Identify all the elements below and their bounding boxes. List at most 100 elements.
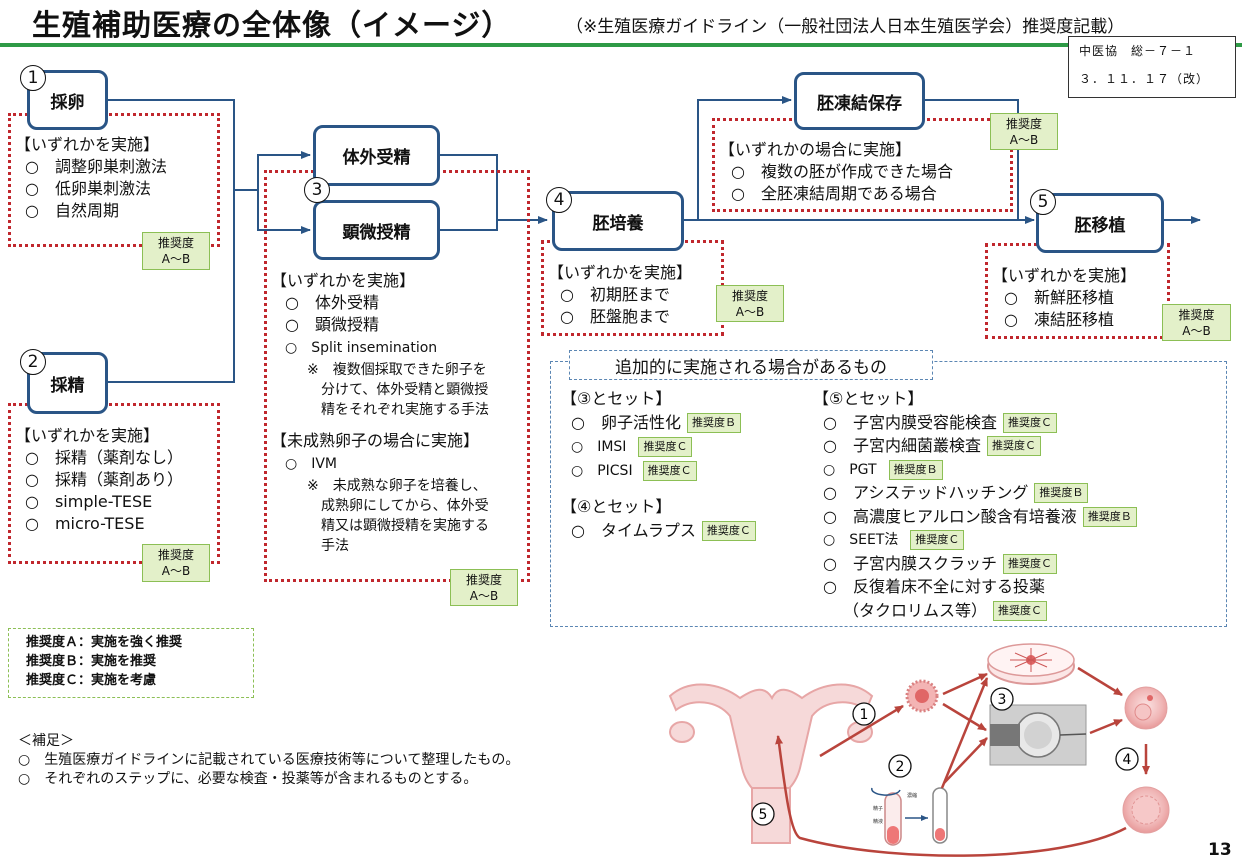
page-subtitle: （※生殖医療ガイドライン（一般社団法人日本生殖医学会）推奨度記載） [566,17,1125,37]
badge-label: 推奨度 [157,548,194,562]
step4-options: 【いずれかを実施】 ○ 初期胚まで ○ 胚盤胞まで [548,262,692,328]
illus-num-1: 1 [852,702,876,726]
list-item: ○ 体外受精 [285,293,379,312]
grade-badge: 推奨度Ｃ [701,521,756,541]
legend-b: 推奨度Ｂ：実施を推奨 [26,654,157,669]
zygote-icon [1124,686,1168,730]
svg-text:2: 2 [896,759,905,775]
step2-heading: 【いずれかを実施】 [15,426,160,445]
list-item: ○ 子宮内膜受容能検査 推奨度Ｃ [813,411,1137,435]
list-item: ○ 子宮内膜スクラッチ 推奨度Ｃ [813,552,1137,576]
step5-options: 【いずれかを実施】 ○ 新鮮胚移植 ○ 凍結胚移植 [992,265,1136,331]
step2-options-box [8,403,220,564]
step3-heading-immature: 【未成熟卵子の場合に実施】 [271,431,480,450]
list-item: ○ simple-TESE [25,492,153,511]
step3-options: 【いずれかを実施】 ○ 体外受精 ○ 顕微授精 ○ Split insemina… [271,270,489,556]
list-item: ○ タイムラプス 推奨度Ｃ [561,519,756,543]
document-date: ３．１１．１７（改） [1079,72,1210,86]
arrow-to-zygote-2 [1089,718,1123,735]
list-item: ○ 子宮内細菌叢検査 推奨度Ｃ [813,435,1137,459]
arrow-to-icsi [942,702,987,732]
list-item: ○ PGT 推奨度Ｂ [813,458,1137,482]
svg-text:3: 3 [998,692,1007,708]
badge-label: 推奨度 [1178,307,1215,322]
recommendation-legend: 推奨度Ａ：実施を強く推奨 推奨度Ｂ：実施を推奨 推奨度Ｃ：実施を考慮 [8,628,254,698]
note-line: 手法 [321,538,349,554]
badge-label: 推奨度 [465,572,502,587]
procedure-illustration: 精子 精液 濃縮 1 2 3 4 5 [668,643,1170,857]
additional-group-3: 【③とセット】 ○ 卵子活性化 推奨度Ｂ ○ IMSI 推奨度Ｃ ○ PICSI… [561,387,756,543]
list-item: ○ アシステッドハッチング 推奨度Ｂ [813,482,1137,506]
item-text: ○ アシステッドハッチング [823,483,1029,503]
step1-badge: 推奨度 A～B [142,232,210,270]
connector-freeze [925,99,1019,220]
item-text: ○ PICSI [571,463,633,479]
freeze-heading: 【いずれかの場合に実施】 [719,140,912,159]
group5-heading: 【⑤とセット】 [813,389,924,408]
badge-label: 推奨度 [157,236,194,250]
group3-heading: 【③とセット】 [561,389,672,408]
document-code-box: 中医協 総－７－１ ３．１１．１７（改） [1068,36,1236,98]
supplement-item: ○ それぞれのステップに、必要な検査・投薬等が含まれるものとする。 [18,771,478,787]
item-text: ○ 子宮内膜受容能検査 [823,412,997,432]
legend-c: 推奨度Ｃ：実施を考慮 [26,673,157,688]
grade-badge: 推奨度Ｂ [888,459,943,480]
list-item: ○ SEET法 推奨度Ｃ [813,529,1137,553]
list-item: ○ 凍結胚移植 [1004,310,1114,329]
item-text: ○ PGT [823,461,877,478]
tube-label: 濃縮 [907,792,917,799]
arrow-to-icsi [257,190,311,234]
freeze-label: 胚凍結保存 [817,93,902,114]
illus-num-3: 3 [990,687,1014,711]
supplement-item: ○ 生殖医療ガイドラインに記載されている医療技術等について整理したもの。 [18,752,520,768]
item-text: （タクロリムス等） [843,600,988,620]
list-item: ○ micro-TESE [25,514,145,533]
list-item: ○ 新鮮胚移植 [1004,288,1114,307]
group4-heading: 【④とセット】 [561,497,672,516]
step3-label-icsi: 顕微授精 [342,222,411,243]
step2-number: 2 [20,349,46,375]
badge-value: A～B [161,252,191,266]
step1-options: 【いずれかを実施】 ○ 調整卵巣刺激法 ○ 低卵巣刺激法 ○ 自然周期 [15,134,167,222]
list-item: ○ 卵子活性化 推奨度Ｂ [561,411,756,435]
arrow-transfer [775,735,1127,857]
list-item: ○ 調整卵巣刺激法 [25,157,167,176]
item-text: ○ 反復着床不全に対する投薬 [823,577,1045,597]
page-title: 生殖補助医療の全体像（イメージ） [32,8,512,42]
freeze-badge: 推奨度 A～B [990,113,1058,150]
grade-badge: 推奨度Ｂ [1034,483,1089,504]
step3-heading: 【いずれかを実施】 [271,271,416,290]
note-line: 精をそれぞれ実施する手法 [321,402,489,418]
step3-number: 3 [304,177,330,203]
step5-heading: 【いずれかを実施】 [992,266,1137,285]
illus-num-4: 4 [1115,747,1139,771]
connector-3 [440,154,498,231]
badge-value: A～B [1182,323,1211,338]
step5-label: 胚移植 [1074,215,1126,236]
petri-dish-icon [987,643,1075,685]
item-text: ○ 高濃度ヒアルロン酸含有培養液 [823,506,1077,526]
list-item: （タクロリムス等） 推奨度Ｃ [813,599,1137,623]
step4-label: 胚培養 [592,213,644,234]
item-text: ○ 卵子活性化 [571,413,681,432]
step1-heading: 【いずれかを実施】 [15,135,160,154]
list-item: ○ 反復着床不全に対する投薬 [813,576,1137,600]
tube-label: 精子 [873,805,883,812]
list-item: ○ 自然周期 [25,201,119,220]
step2-badge: 推奨度 A～B [142,544,210,582]
arrow-sperm-icsi [943,737,988,784]
additional-group-5: 【⑤とセット】 ○ 子宮内膜受容能検査 推奨度Ｃ ○ 子宮内細菌叢検査 推奨度Ｃ… [813,387,1137,623]
additional-options-title: 追加的に実施される場合があるもの [569,350,933,380]
item-text: ○ IMSI [571,439,627,455]
step3-icsi: 顕微授精 [313,200,440,260]
note-line: ※ 複数個採取できた卵子を [307,362,487,378]
step3-badge: 推奨度 A～B [450,569,518,606]
connector-1-2 [107,99,235,383]
step2-label: 採精 [50,375,85,396]
illus-num-2: 2 [888,754,912,778]
list-item: ○ 胚盤胞まで [560,307,670,326]
step4-heading: 【いずれかを実施】 [548,263,693,282]
grade-badge: 推奨度Ｃ [642,461,697,481]
svg-text:5: 5 [759,807,768,823]
